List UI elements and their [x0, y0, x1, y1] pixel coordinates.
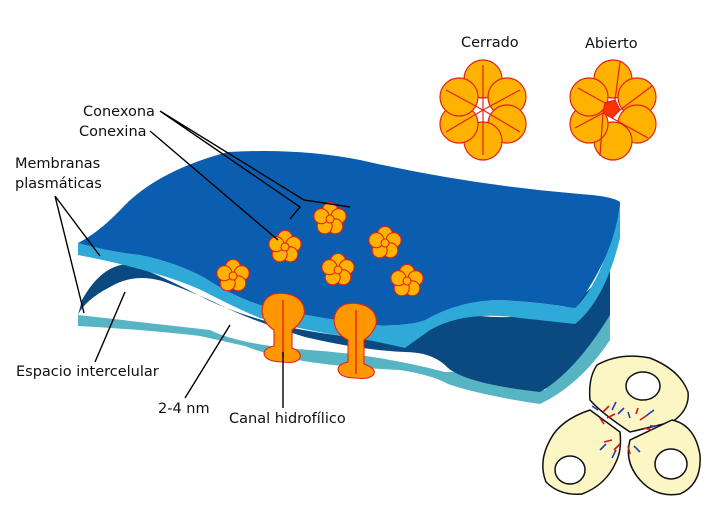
cells-illustration	[542, 355, 701, 496]
lower-membrane	[78, 262, 610, 404]
connexin-leader	[149, 130, 279, 241]
connexon-leader	[159, 110, 351, 220]
closed-connexon-icon	[439, 59, 527, 161]
junction-markers	[591, 401, 658, 459]
upper-membrane-edge	[78, 200, 620, 348]
hydrophilic-channel-label: Canal hidrofílico	[229, 411, 346, 427]
cell-left-nucleus	[554, 455, 586, 485]
upper-membrane	[78, 151, 620, 348]
cell-left	[542, 409, 622, 495]
lower-membrane-surface	[78, 262, 610, 392]
channel-left	[261, 292, 305, 364]
membranes-leader	[54, 195, 101, 314]
membranes-label-line2: plasmáticas	[15, 176, 102, 192]
open-label: Abierto	[585, 36, 638, 52]
connexon-label: Conexona	[83, 104, 155, 120]
open-connexon-icon	[569, 59, 657, 161]
membranes-label-line1: Membranas	[15, 156, 100, 172]
connexin-label: Conexina	[79, 124, 147, 140]
intercellular-leader	[94, 291, 126, 363]
upper-membrane-surface	[78, 151, 620, 326]
leader-lines	[54, 110, 351, 408]
cell-top-nucleus	[625, 371, 661, 401]
lower-membrane-edge	[78, 262, 610, 404]
gap-width-label: 2-4 nm	[158, 401, 210, 417]
channel-right	[333, 302, 377, 380]
gap-width-leader	[184, 324, 231, 399]
cell-right-nucleus	[654, 448, 688, 480]
intercellular-space-label: Espacio intercelular	[16, 364, 159, 380]
closed-label: Cerrado	[461, 35, 519, 51]
